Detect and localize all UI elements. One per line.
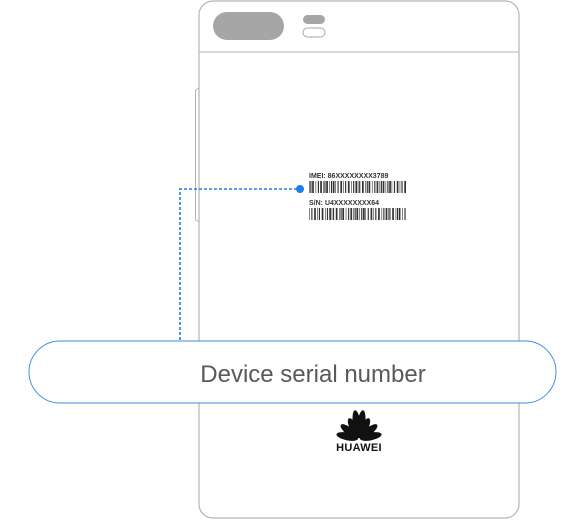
device-label: IMEI: 86XXXXXXXX3789 S/N: U4XXXXXXXX64 (309, 173, 406, 220)
brand-logo: HUAWEI (336, 410, 382, 454)
sn-text: S/N: U4XXXXXXXX64 (309, 200, 379, 207)
leader-endpoint (296, 185, 304, 193)
leader-line (179, 185, 304, 340)
side-button (195, 87, 200, 223)
camera-module (213, 12, 326, 40)
huawei-logo-icon (336, 410, 382, 441)
leader-path (179, 188, 300, 340)
phone-outline (198, 0, 520, 519)
imei-text: IMEI: 86XXXXXXXX3789 (309, 173, 388, 180)
callout-pill (28, 340, 557, 404)
sn-barcode (309, 208, 406, 220)
camera-lens (213, 12, 284, 40)
imei-barcode (309, 181, 406, 193)
phone-body (195, 0, 520, 519)
flash-upper (303, 15, 325, 24)
flash-lower (302, 27, 326, 38)
callout: Device serial number (28, 340, 557, 404)
brand-name: HUAWEI (336, 442, 382, 454)
callout-label: Device serial number (200, 361, 425, 388)
